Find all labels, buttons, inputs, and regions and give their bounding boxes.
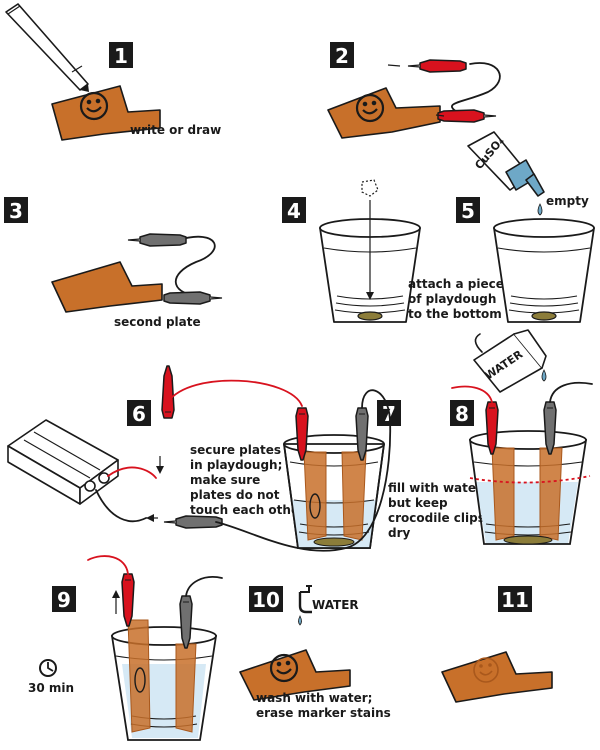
step-5: 5 CuSO₄ empty xyxy=(456,131,595,323)
copper-plate xyxy=(303,451,327,541)
black-wire xyxy=(345,389,392,549)
playdough-ghost-icon xyxy=(361,179,379,197)
step-4-caption: attach a piece of playdough to the botto… xyxy=(408,277,508,321)
gray-crocodile-clip-icon xyxy=(127,233,187,247)
wire xyxy=(451,62,501,115)
cuso4-bottle-icon: CuSO₄ xyxy=(467,131,545,197)
red-wire xyxy=(107,466,157,479)
plastic-cup xyxy=(468,430,588,545)
step-5-number-box: 5 xyxy=(456,197,480,223)
red-crocodile-clip-icon xyxy=(407,59,467,73)
step-6: 6 secure plates in playdough; make sure … xyxy=(7,365,347,552)
drop-icon xyxy=(541,369,547,382)
water-tap-icon xyxy=(298,585,312,626)
step-2: 2 xyxy=(327,42,501,139)
copper-plate xyxy=(327,87,441,139)
timer-label: 30 min xyxy=(28,681,74,695)
step-5-number: 5 xyxy=(461,199,475,223)
copper-plate xyxy=(341,451,367,541)
plastic-cup xyxy=(493,218,595,323)
playdough-piece xyxy=(313,537,355,547)
step-4-number: 4 xyxy=(287,199,301,223)
black-wire xyxy=(549,381,593,403)
smiley-drawing-icon xyxy=(309,493,321,519)
step-10: 10 WATER wash with water; erase marker s… xyxy=(239,585,391,720)
copper-plate xyxy=(491,447,515,541)
step-1: 1 write or draw xyxy=(5,3,221,141)
battery-holder-icon xyxy=(7,419,119,505)
step-1-number-box: 1 xyxy=(109,42,133,68)
step-4: 4 attach a piece of playdough to the bot… xyxy=(282,179,508,323)
step-5-caption: empty xyxy=(546,194,589,208)
step-9-number-box: 9 xyxy=(52,586,76,612)
step-8: 8 WATER xyxy=(450,329,593,545)
smiley-drawing-icon xyxy=(355,93,385,123)
smiley-drawing-icon xyxy=(269,653,299,683)
marker-pen-icon xyxy=(5,3,89,92)
copper-plate xyxy=(441,651,553,703)
smiley-drawing-icon xyxy=(79,91,109,121)
red-wire xyxy=(167,379,303,407)
water-level-line xyxy=(469,475,591,484)
step-9-number: 9 xyxy=(57,588,71,612)
step-6-number-box: 6 xyxy=(127,400,151,426)
copper-plate xyxy=(175,643,197,733)
playdough-piece xyxy=(531,311,557,321)
playdough-piece xyxy=(503,535,553,545)
copper-plate xyxy=(539,447,563,541)
step-3: 3 second plate xyxy=(4,197,223,329)
timer-icon xyxy=(39,659,57,677)
step-3-number-box: 3 xyxy=(4,197,28,223)
black-wire xyxy=(185,576,223,597)
black-wire xyxy=(95,489,147,523)
red-crocodile-clip-icon xyxy=(121,573,135,627)
water-jug-icon: WATER xyxy=(473,329,547,393)
step-8-number-box: 8 xyxy=(450,400,474,426)
step-2-number: 2 xyxy=(335,44,349,68)
step-10-number: 10 xyxy=(252,588,280,612)
red-wire xyxy=(451,385,493,403)
step-7-caption: fill with water but keep crocodile clips… xyxy=(388,481,489,540)
step-10-caption: wash with water; erase marker stains xyxy=(256,691,391,720)
tap-label: WATER xyxy=(312,598,359,612)
step-3-number: 3 xyxy=(9,199,23,223)
black-wire xyxy=(215,521,347,552)
red-crocodile-clip-icon xyxy=(161,365,175,419)
playdough-piece xyxy=(357,311,383,321)
copper-plate xyxy=(127,619,151,733)
red-crocodile-clip-icon xyxy=(437,109,497,123)
step-10-number-box: 10 xyxy=(249,586,283,612)
step-8-number: 8 xyxy=(455,402,469,426)
smiley-drawing-icon xyxy=(134,667,146,693)
step-6-caption: secure plates in playdough; make sure pl… xyxy=(190,443,305,517)
etched-smiley-icon xyxy=(473,657,499,683)
step-9: 9 30 min xyxy=(28,555,223,741)
copper-plate xyxy=(51,261,163,313)
step-11-number: 11 xyxy=(501,588,529,612)
wire xyxy=(175,235,216,297)
step-1-caption: write or draw xyxy=(130,123,221,137)
step-7: 7 fill with water but keep crocodile cli… xyxy=(283,389,489,549)
step-2-number-box: 2 xyxy=(330,42,354,68)
gray-crocodile-clip-icon xyxy=(163,515,223,529)
red-wire xyxy=(87,555,129,575)
step-6-number: 6 xyxy=(132,402,146,426)
step-11-number-box: 11 xyxy=(498,586,532,612)
plastic-cup xyxy=(110,626,218,741)
gray-crocodile-clip-icon xyxy=(163,291,223,305)
step-11: 11 xyxy=(441,586,553,703)
step-4-number-box: 4 xyxy=(282,197,306,223)
step-1-number: 1 xyxy=(114,44,128,68)
step-3-caption: second plate xyxy=(114,315,201,329)
drop-icon xyxy=(537,203,543,216)
step-7-number-box: 7 xyxy=(377,400,401,426)
